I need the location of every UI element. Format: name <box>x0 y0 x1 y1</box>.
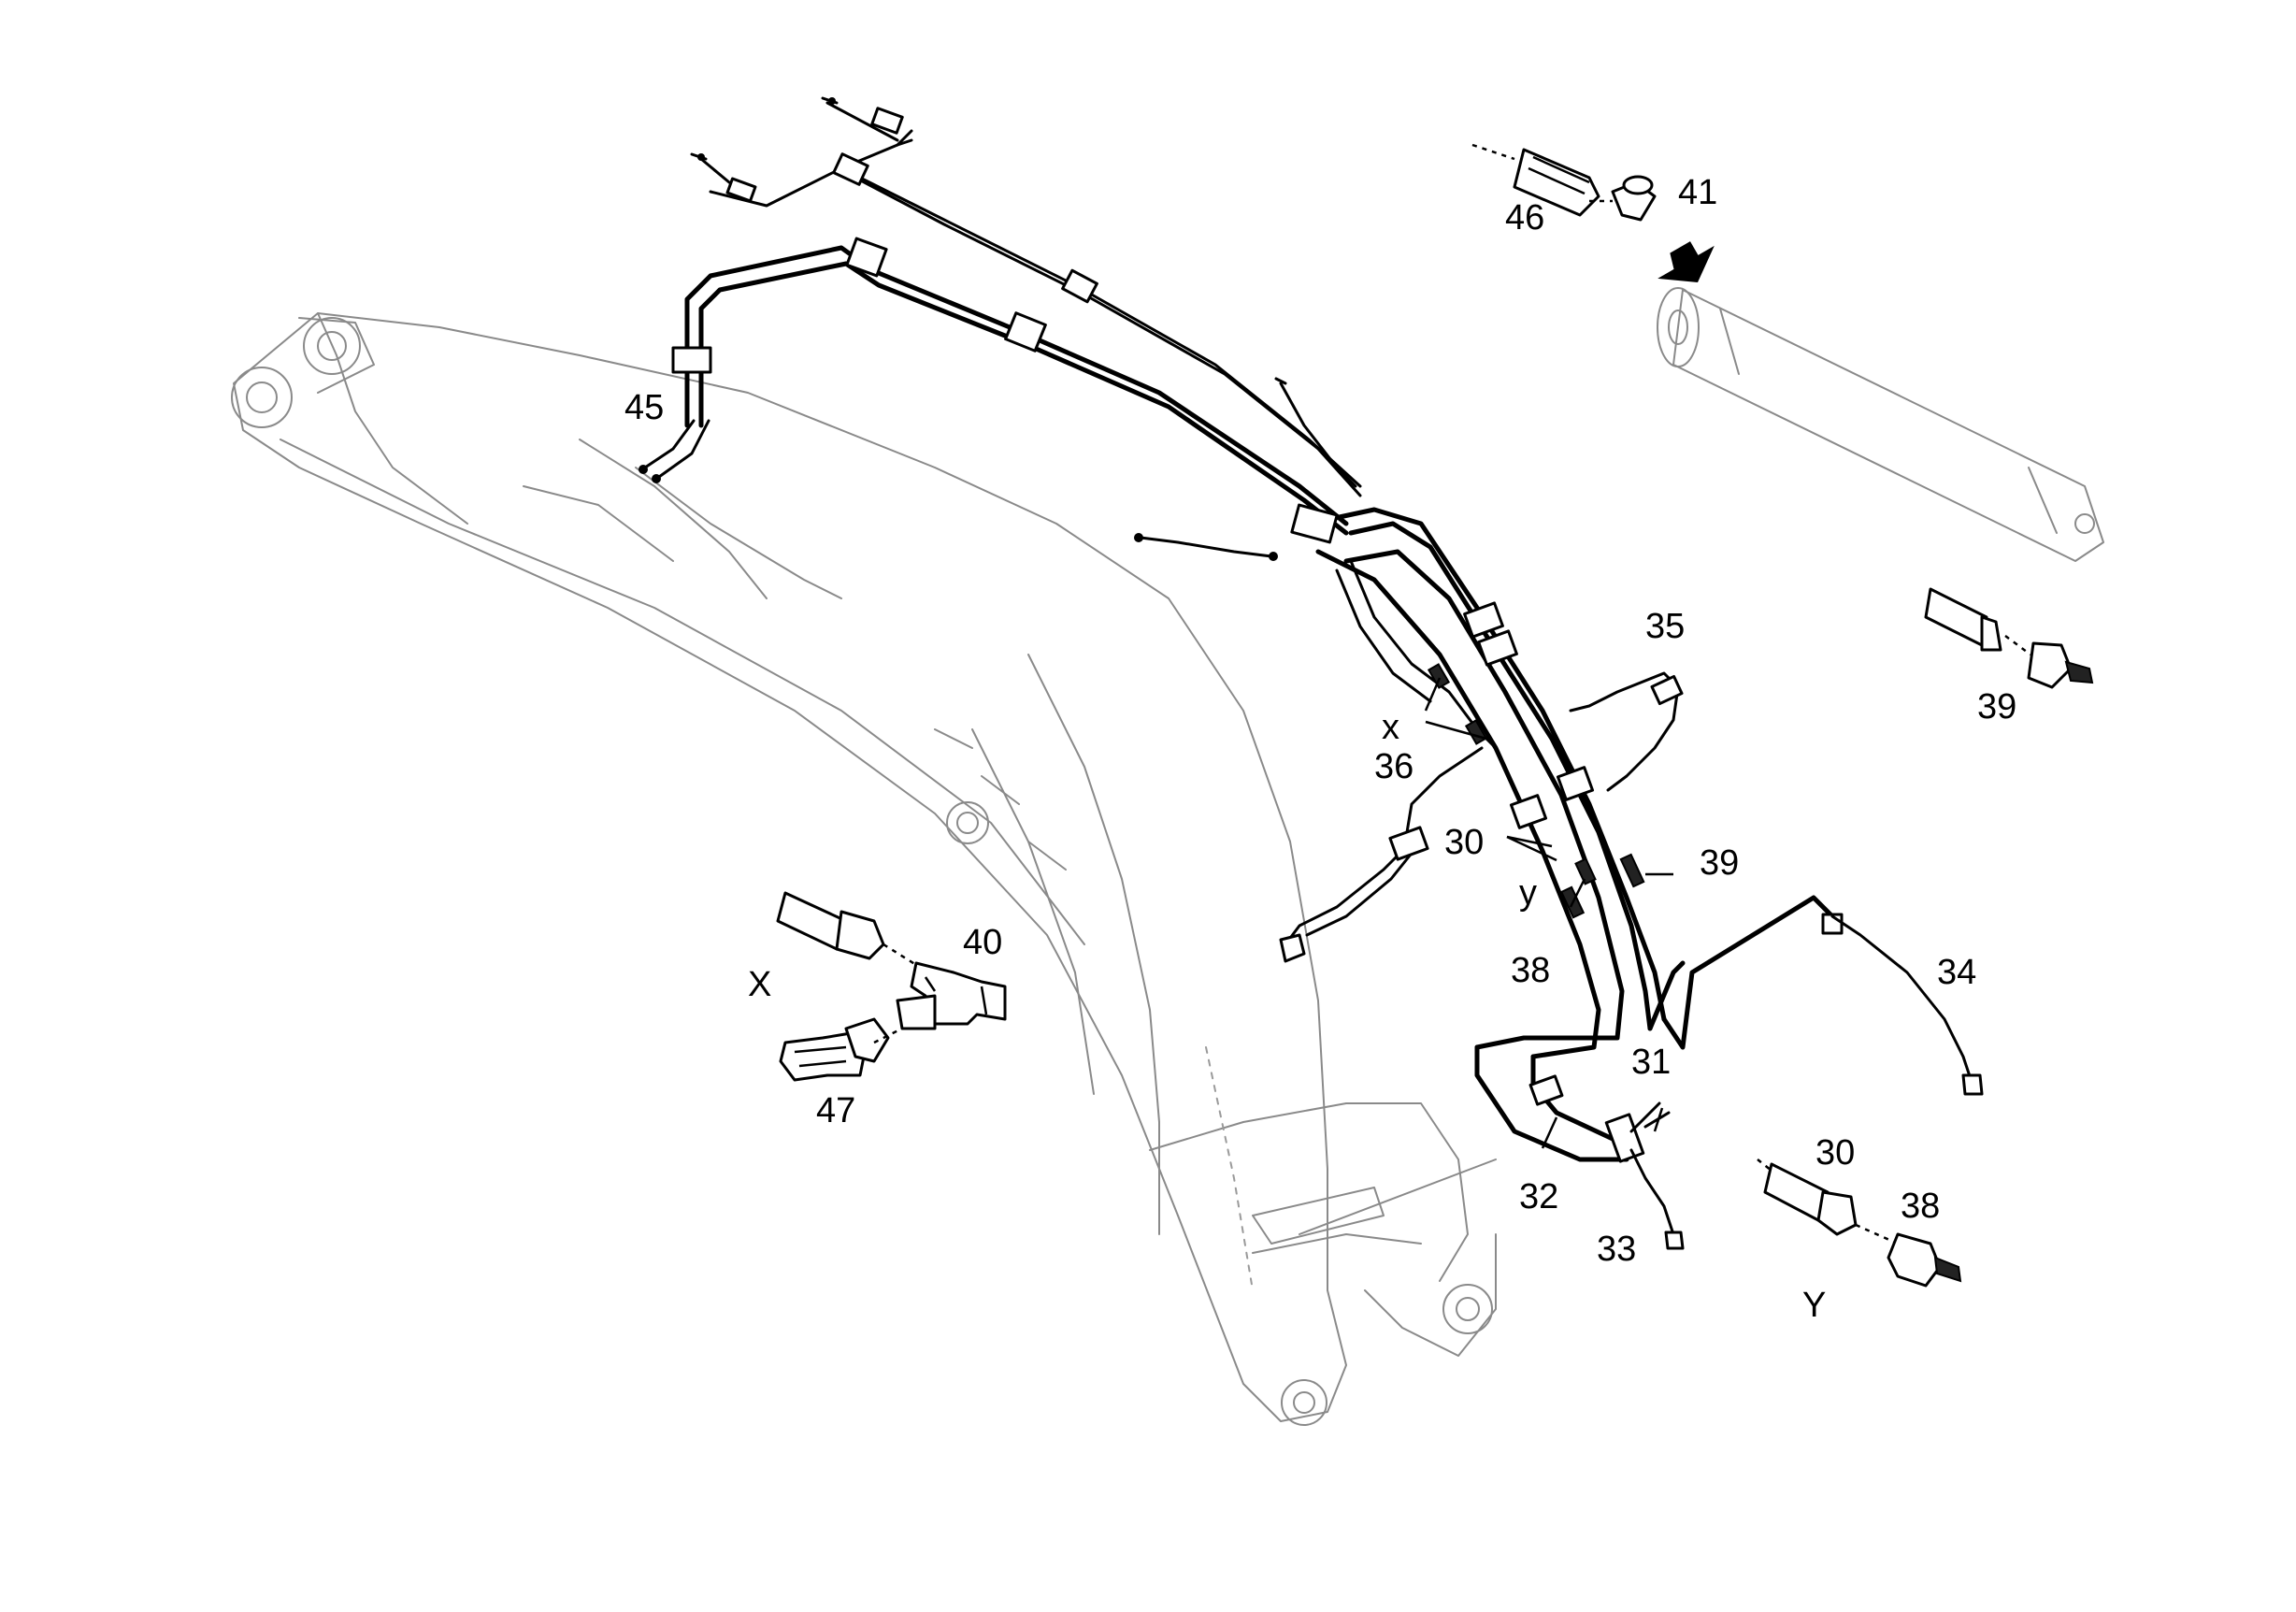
callout-39-pipe: 39 <box>1700 843 1739 883</box>
callout-40: 40 <box>963 923 1002 962</box>
fitting-y-detail-30-38 <box>1757 1159 1962 1288</box>
callout-38-detail: 38 <box>1901 1187 1940 1226</box>
callout-32: 32 <box>1519 1177 1558 1216</box>
callout-46: 46 <box>1505 198 1544 237</box>
fitting-39-detail <box>1924 587 2094 689</box>
callout-38-pipe: 38 <box>1511 951 1550 990</box>
callout-30-pipe: 30 <box>1444 823 1484 862</box>
callout-47: 47 <box>816 1091 855 1130</box>
hydraulic-cylinder <box>1657 287 2104 562</box>
callout-y-upper: Y <box>1802 1286 1826 1325</box>
callout-31: 31 <box>1631 1043 1671 1082</box>
callout-y-lower: y <box>1519 873 1537 913</box>
callout-35: 35 <box>1645 607 1685 646</box>
callout-labels: 46 41 45 35 39 x 36 30 y 39 38 40 X 47 3… <box>624 173 2016 1325</box>
callout-x-upper: X <box>748 965 771 1004</box>
callout-x-lower: x <box>1382 708 1399 747</box>
fitting-x-detail-40-47 <box>776 891 1007 1082</box>
callout-36: 36 <box>1374 747 1413 786</box>
boom-outline <box>231 312 1497 1426</box>
callout-30-detail: 30 <box>1815 1133 1855 1173</box>
callout-34: 34 <box>1937 953 1976 992</box>
callout-41: 41 <box>1678 173 1717 212</box>
callout-45: 45 <box>624 388 664 427</box>
main-pipe-run <box>671 237 1844 1163</box>
fitting-46-41 <box>1471 143 1715 283</box>
upper-hose-pair <box>690 96 1362 497</box>
branch-hoses <box>639 377 1984 1250</box>
callout-33: 33 <box>1597 1230 1636 1269</box>
callout-39-detail: 39 <box>1977 687 2016 727</box>
leader-lines <box>1424 677 1673 1149</box>
